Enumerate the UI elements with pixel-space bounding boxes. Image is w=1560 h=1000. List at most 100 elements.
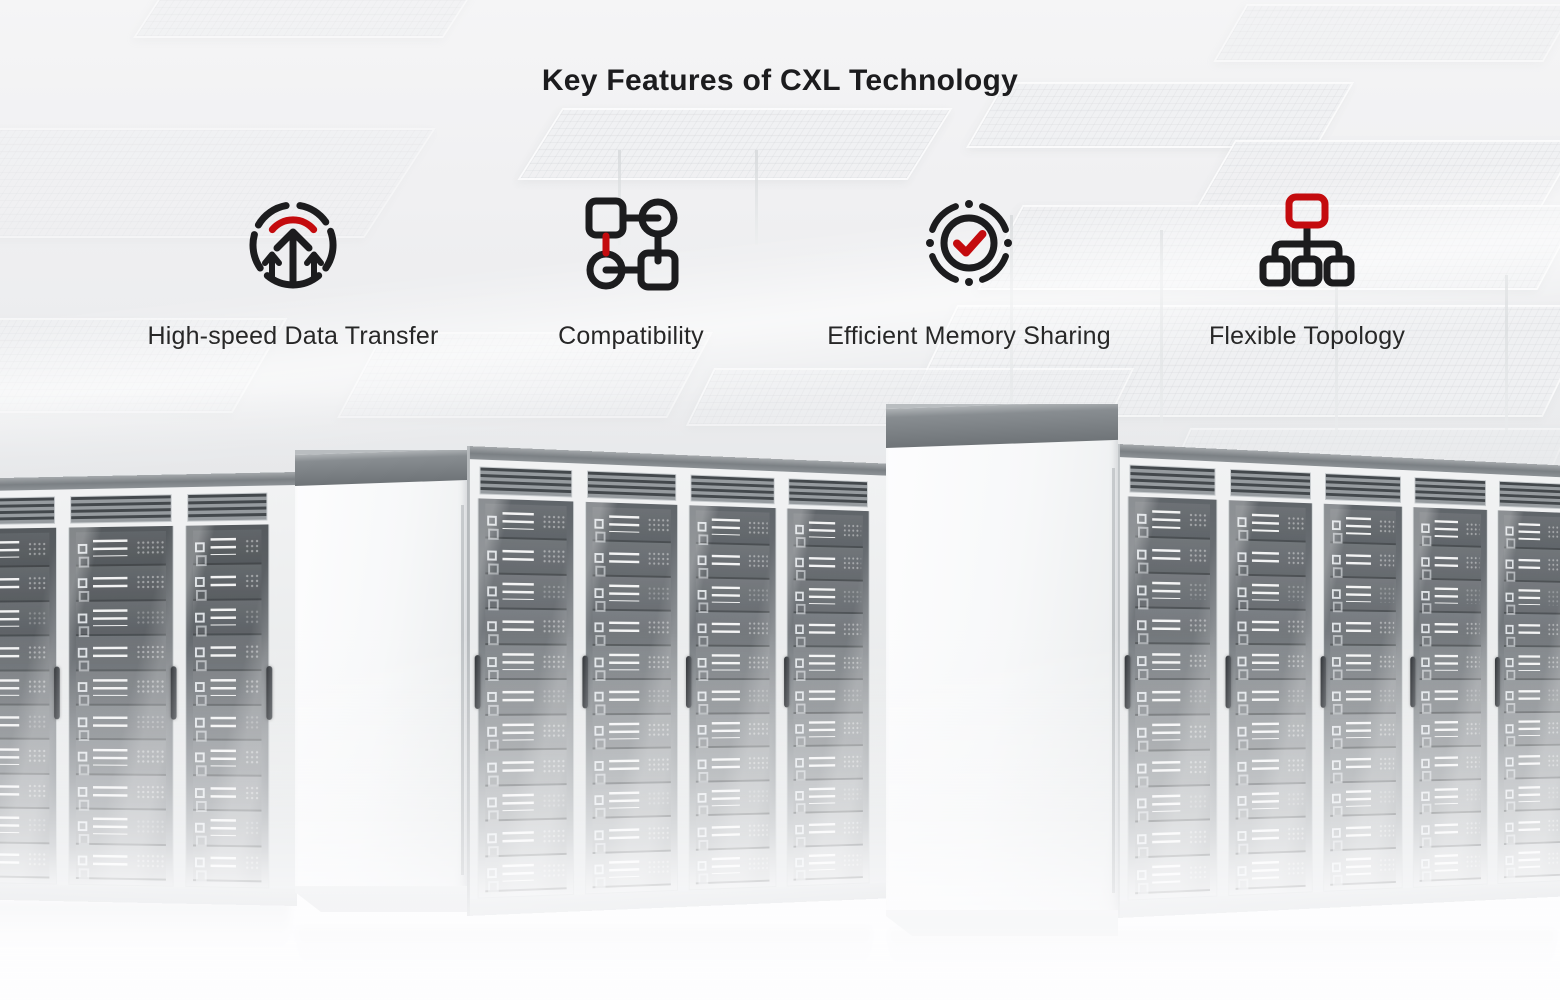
server-unit-leds [1465,854,1480,870]
server-unit [1330,508,1396,545]
server-unit [0,671,50,706]
server-unit-vents [808,623,836,636]
server-unit-vents [1434,587,1458,604]
server-unit-vents [1518,689,1541,702]
server-unit-leds [28,679,48,696]
server-unit-leds [1189,759,1209,776]
server-unit-leds [245,573,260,590]
server-unit-port [1137,549,1147,560]
server-unit-vents [1152,832,1181,846]
cabinet-side-panel [295,486,467,886]
server-unit-port [594,760,604,771]
server-unit [0,739,50,775]
server-unit [1135,680,1210,716]
server-unit-leds [1378,620,1395,637]
page-title: Key Features of CXL Technology [541,64,1019,97]
server-unit-leds [1286,688,1304,705]
server-unit-port [77,647,88,658]
server-unit-leds [28,645,48,661]
server-unit [1503,810,1560,846]
server-unit-vents [1345,758,1371,771]
server-unit-leds [1465,555,1480,571]
server-unit-leds [136,644,165,661]
server-unit-vents [609,584,640,602]
server-unit-leds [647,825,670,842]
server-unit-port [594,726,604,737]
server-unit [1235,817,1306,855]
server-unit [592,610,671,647]
server-unit [793,513,863,549]
server-unit-vents [1518,589,1541,606]
rack-glass-door [0,527,57,885]
server-unit-port [1137,798,1147,809]
server-unit-port [697,725,707,736]
server-unit-vents [1434,690,1458,702]
server-unit [193,529,262,566]
server-unit-vents [609,621,640,634]
server-unit-leds [1189,547,1209,564]
server-unit-vents [1345,622,1371,635]
server-unit-vents [1434,823,1458,836]
server-unit-vents [0,578,20,591]
server-unit-port [594,691,604,702]
server-unit [0,808,50,844]
server-unit [485,644,567,681]
server-unit-leds [136,819,165,836]
server-unit-vents [93,539,128,557]
server-unit-leds [28,610,48,627]
server-unit-leds [1547,655,1560,671]
server-unit [1330,815,1396,852]
server-unit-vents [1251,861,1279,880]
server-unit-vents [1152,761,1181,775]
server-unit-vents [93,716,128,729]
server-unit-leds [842,556,862,572]
server-unit [485,503,567,541]
server-unit [485,854,567,893]
server-unit-leds [542,688,565,705]
server-unit-leds [1189,653,1209,670]
server-unit-port [795,791,804,801]
server-unit [1235,540,1306,577]
door-handle [266,665,273,720]
server-unit-vents [1345,690,1371,703]
server-unit-port [194,612,205,623]
server-unit [793,546,863,582]
server-unit-leds [1547,785,1560,801]
server-unit [1235,852,1306,890]
server-unit-leds [647,517,670,534]
server-unit [0,842,50,879]
rack-vent-grille [1414,477,1486,507]
server-unit-port [194,541,205,553]
server-unit-vents [1434,787,1458,805]
rack-bays [469,459,887,899]
server-unit-port [1505,592,1514,602]
server-unit [1503,843,1560,879]
server-unit-vents [1251,829,1279,842]
server-unit [1135,750,1210,788]
server-unit-port [77,855,88,866]
server-unit-port [77,578,88,589]
server-unit-port [697,759,707,770]
server-unit-vents [1251,690,1279,703]
server-unit [1330,680,1396,715]
server-unit-vents [1345,789,1371,807]
server-unit-leds [647,757,670,773]
server-unit-vents [711,690,740,703]
rack-glass-door [1323,503,1403,892]
server-unit-vents [711,721,740,739]
server-unit-vents [1345,553,1371,567]
rack-glass-door [185,524,270,889]
server-unit-port [1505,625,1514,635]
server-unit-leds [542,828,565,845]
server-unit [793,580,863,615]
server-unit [75,705,166,741]
server-unit-leds [245,820,260,837]
server-unit-port [1237,761,1247,772]
server-unit [75,635,166,672]
server-unit-vents [1518,558,1541,571]
server-unit [592,541,671,578]
server-unit-port [487,832,497,844]
server-unit-leds [1465,787,1480,804]
server-unit-port [487,797,497,808]
server-unit-port [1505,789,1514,800]
